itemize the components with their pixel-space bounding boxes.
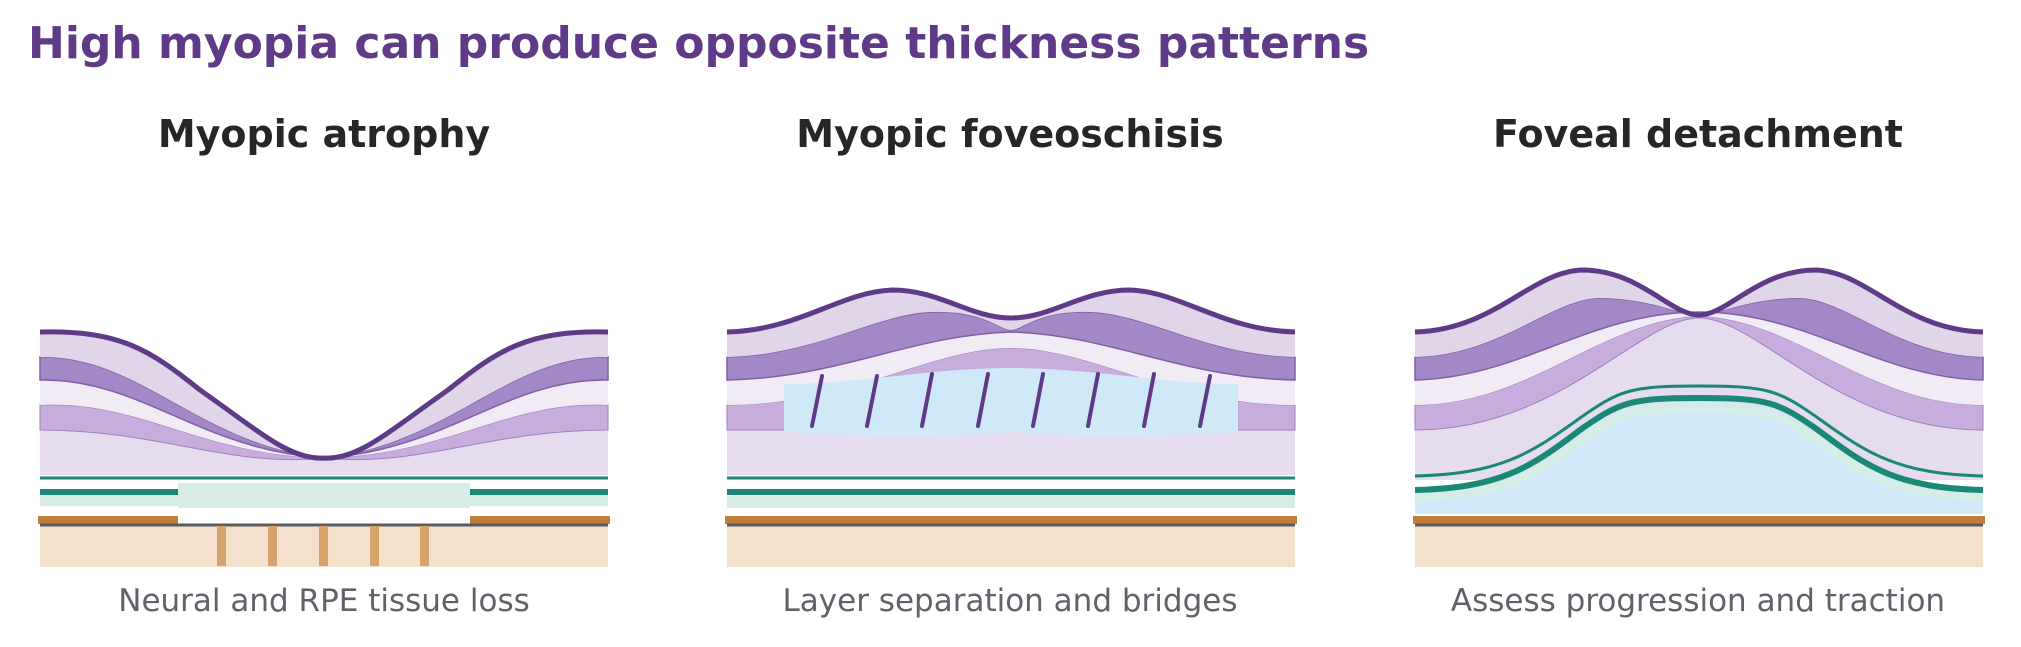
- interdigitation-zone-right: [470, 494, 608, 506]
- rpe-band: [1413, 516, 1985, 524]
- outer-nuclear-layer: [727, 430, 1295, 475]
- caption-atrophy: Neural and RPE tissue loss: [118, 583, 530, 619]
- ellipsoid-zone: [1414, 394, 1984, 493]
- outer-nuclear-layer: [40, 430, 608, 475]
- choroid: [727, 525, 1295, 567]
- ilm-line: [39, 329, 609, 461]
- caption-detachment: Assess progression and traction: [1450, 583, 1946, 619]
- rpe-band: [725, 516, 1297, 524]
- choroid-vessels: [217, 526, 429, 566]
- ilm-line: [726, 287, 1296, 335]
- inner-nuclear-layer: [1415, 312, 1983, 405]
- panel-title-detachment: Foveal detachment: [1493, 112, 1903, 156]
- caption-foveoschisis: Layer separation and bridges: [782, 583, 1238, 619]
- external-limiting-membrane: [1414, 384, 1984, 478]
- nerve-fiber-layer: [40, 331, 608, 459]
- main-title: High myopia can produce opposite thickne…: [28, 18, 1370, 69]
- subretinal-fluid: [1415, 402, 1983, 514]
- inner-nuclear-layer: [40, 379, 608, 458]
- panel-title-atrophy: Myopic atrophy: [157, 112, 491, 156]
- schisis-bridges: [810, 372, 1212, 428]
- interdigitation-zone: [178, 483, 470, 508]
- ilm-line: [1414, 267, 1984, 335]
- panel-title-foveoschisis: Myopic foveoschisis: [796, 112, 1224, 156]
- inner-nuclear-layer: [727, 332, 1295, 405]
- interdigitation-zone: [727, 496, 1295, 508]
- rpe-band-right: [470, 516, 610, 524]
- outer-plexiform-layer: [1414, 315, 1984, 431]
- nerve-fiber-layer: [1415, 270, 1983, 357]
- rpe-band-left: [38, 516, 178, 524]
- interdigitation-zone-left: [40, 494, 178, 506]
- panel-detachment: [1413, 267, 1985, 567]
- panel-foveoschisis: [725, 287, 1297, 567]
- panel-atrophy: [38, 329, 610, 567]
- choroid: [1415, 525, 1983, 567]
- interdigitation-zone: [1414, 403, 1984, 501]
- schisis-cavity: [784, 368, 1238, 436]
- ganglion-cell-layer: [726, 311, 1296, 381]
- nerve-fiber-layer: [727, 290, 1295, 357]
